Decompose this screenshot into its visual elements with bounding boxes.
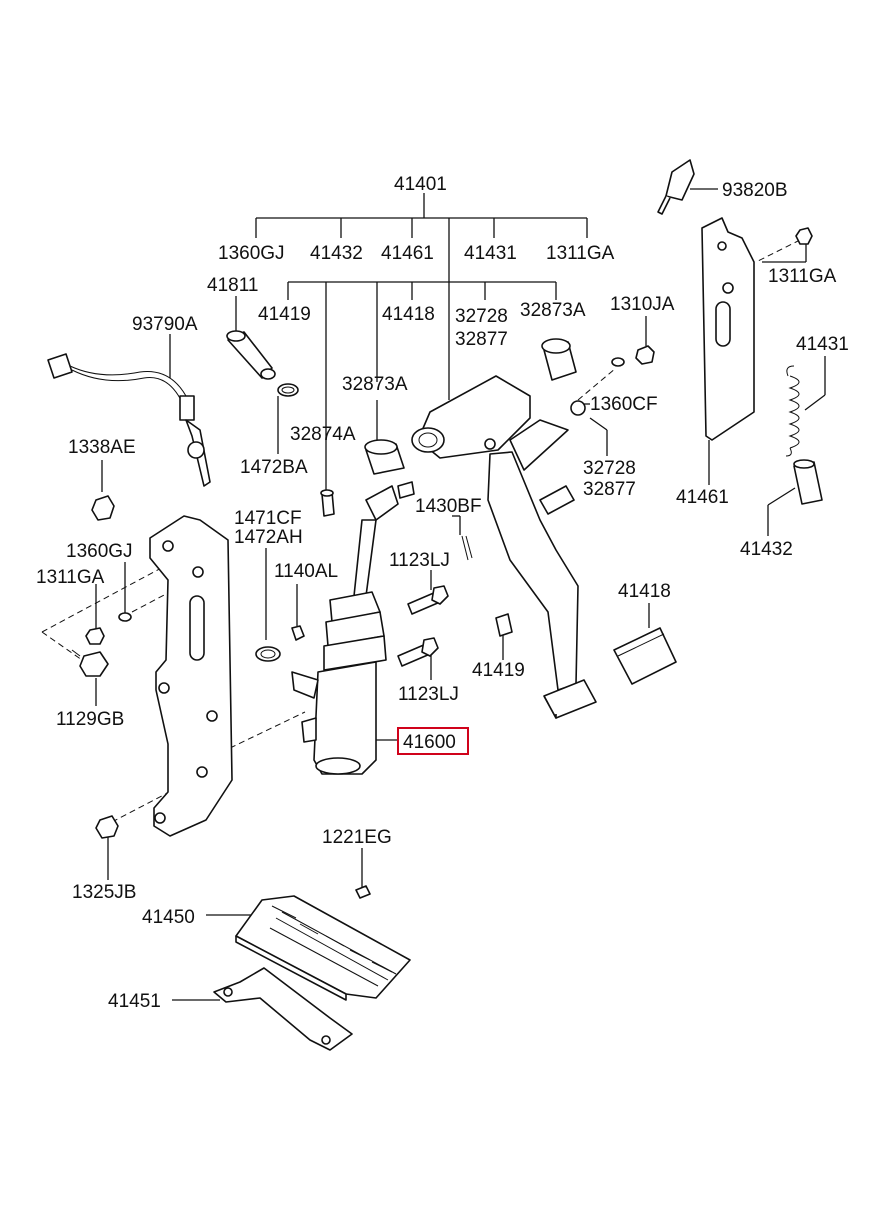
label-1472BA: 1472BA xyxy=(240,457,308,478)
label-1325JB: 1325JB xyxy=(72,882,136,903)
part-drawings xyxy=(47,159,823,1051)
leader-lines xyxy=(95,188,826,1001)
mounting-bracket-icon xyxy=(149,515,233,837)
split-pin-1430BF-icon xyxy=(461,535,473,561)
bolt-1123LJ-upper-icon xyxy=(407,585,449,615)
label-41461-right: 41461 xyxy=(676,487,729,508)
clamp-1471CF-icon xyxy=(255,646,281,662)
label-1311GA-top: 1311GA xyxy=(546,243,615,264)
label-32877-top: 32877 xyxy=(455,329,508,350)
hose-41811-icon xyxy=(226,330,276,380)
pedal-pad-41418-icon xyxy=(613,627,677,685)
label-32877-mid: 32877 xyxy=(583,479,636,500)
label-41432-top: 41432 xyxy=(310,243,363,264)
clamp-1472BA-icon xyxy=(277,383,299,397)
bushing-32873A-top-icon xyxy=(541,338,577,381)
label-1311GA-right: 1311GA xyxy=(768,266,837,287)
part-labels: 41401 93820B 1360GJ 41432 41461 41431 13… xyxy=(36,174,849,1012)
label-32728-mid: 32728 xyxy=(583,458,636,479)
label-1123LJ-lower: 1123LJ xyxy=(398,684,459,705)
label-32873A-top: 32873A xyxy=(520,300,586,321)
nut-1338AE-icon xyxy=(91,495,115,521)
label-41419-top: 41419 xyxy=(258,304,311,325)
highlight-box-41600 xyxy=(397,727,469,755)
label-41418-top: 41418 xyxy=(382,304,435,325)
nut-1311GA-right-icon xyxy=(795,227,813,245)
label-1311GA-left: 1311GA xyxy=(36,567,105,588)
label-41451: 41451 xyxy=(108,991,161,1012)
label-41461-top: 41461 xyxy=(381,243,434,264)
label-1360CF: 1360CF xyxy=(590,394,658,415)
label-93790A: 93790A xyxy=(132,314,198,335)
pin-32874A-icon xyxy=(320,489,335,517)
label-41419-mid: 41419 xyxy=(472,660,525,681)
label-1471CF: 1471CF xyxy=(234,508,302,529)
plug-1360CF-icon xyxy=(570,400,586,416)
bushing-41432-icon xyxy=(793,459,823,505)
label-1472AH: 1472AH xyxy=(234,527,303,548)
label-41600: 41600 xyxy=(403,732,456,753)
bolt-1129GB-icon xyxy=(71,649,109,677)
label-32874A: 32874A xyxy=(290,424,356,445)
stopper-41419-icon xyxy=(495,613,513,637)
label-41450: 41450 xyxy=(142,907,195,928)
clutch-master-cylinder-41600-icon xyxy=(291,481,415,775)
label-1221EG: 1221EG xyxy=(322,827,392,848)
label-41401: 41401 xyxy=(394,174,447,195)
stop-switch-93820B-icon xyxy=(657,159,695,215)
label-1123LJ-upper: 1123LJ xyxy=(389,550,450,571)
label-41431-right: 41431 xyxy=(796,334,849,355)
clutch-pedal-arm-41401-icon xyxy=(411,375,597,719)
nut-1325JB-icon xyxy=(95,815,119,839)
screw-1140AL-icon xyxy=(291,625,305,641)
label-1338AE: 1338AE xyxy=(68,437,136,458)
label-1140AL: 1140AL xyxy=(274,561,338,582)
bracket-plate-41461-icon xyxy=(701,217,755,441)
label-32728-top: 32728 xyxy=(455,306,508,327)
label-1430BF: 1430BF xyxy=(415,496,482,517)
label-1360GJ-left: 1360GJ xyxy=(66,541,133,562)
label-41811: 41811 xyxy=(207,275,258,296)
return-spring-41431-icon xyxy=(785,365,800,457)
label-1129GB: 1129GB xyxy=(56,709,124,730)
washer-1360GJ-icon xyxy=(118,612,132,622)
footrest-41450-icon xyxy=(235,895,411,1001)
label-41432-right: 41432 xyxy=(740,539,793,560)
bolt-1123LJ-lower-icon xyxy=(397,637,439,667)
nut-1311GA-left-icon xyxy=(85,627,105,645)
label-32873A-mid: 32873A xyxy=(342,374,408,395)
label-1310JA: 1310JA xyxy=(610,294,675,315)
label-41431-top: 41431 xyxy=(464,243,517,264)
label-1360GJ-top: 1360GJ xyxy=(218,243,285,264)
bushing-32873A-mid-icon xyxy=(364,439,405,475)
clutch-switch-93790A-icon xyxy=(47,353,211,487)
label-41418-right: 41418 xyxy=(618,581,671,602)
label-93820B: 93820B xyxy=(722,180,788,201)
nut-1310JA-icon xyxy=(635,345,655,365)
screw-1221EG-icon xyxy=(355,885,371,899)
washer-icon xyxy=(611,357,625,367)
footrest-bracket-41451-icon xyxy=(213,967,353,1051)
